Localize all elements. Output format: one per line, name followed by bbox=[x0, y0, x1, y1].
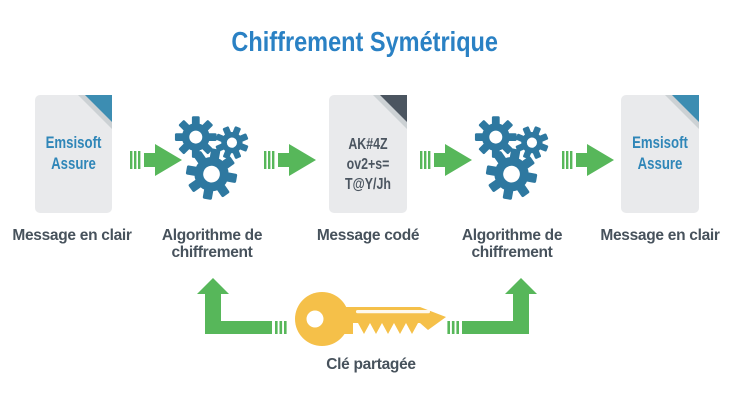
encryption-algorithm-caption: Algorithme de chiffrement bbox=[461, 227, 563, 261]
document-text-line: Assure bbox=[51, 155, 96, 173]
arrow-up-bent-icon bbox=[447, 278, 537, 334]
folded-corner-icon bbox=[78, 95, 112, 129]
arrow-right-icon bbox=[420, 144, 472, 176]
folded-corner-icon bbox=[665, 95, 699, 129]
plain-message-document-icon: Emsisoft Assure bbox=[621, 95, 699, 213]
coded-message-caption: Message codé bbox=[316, 227, 420, 244]
shared-key-icon bbox=[295, 292, 446, 346]
plain-message-document-icon: Emsisoft Assure bbox=[35, 95, 112, 213]
document-text: AK#4Z ov2+s= T@Y/Jh bbox=[337, 95, 399, 213]
document-text-line: ov2+s= bbox=[346, 156, 390, 173]
diagram-title: Chiffrement Symétrique bbox=[0, 26, 730, 58]
encryption-gears-icon bbox=[474, 116, 549, 200]
document-text: Emsisoft Assure bbox=[43, 95, 105, 213]
arrow-right-icon bbox=[562, 144, 614, 176]
document-text: Emsisoft Assure bbox=[629, 95, 691, 213]
arrow-right-icon bbox=[130, 144, 182, 176]
document-text-line: Assure bbox=[637, 155, 683, 173]
plain-message-caption: Message en clair bbox=[12, 227, 132, 244]
document-text-line: Emsisoft bbox=[45, 134, 102, 152]
arrow-right-icon bbox=[264, 144, 316, 176]
document-text-line: Emsisoft bbox=[632, 134, 688, 152]
shared-key-caption: Clé partagée bbox=[326, 356, 416, 373]
encryption-gears-icon bbox=[174, 116, 249, 200]
arrow-up-bent-icon bbox=[197, 278, 287, 334]
plain-message-caption: Message en clair bbox=[600, 227, 720, 244]
diagram-title-text: Chiffrement Symétrique bbox=[231, 26, 499, 57]
coded-message-document-icon: AK#4Z ov2+s= T@Y/Jh bbox=[329, 95, 407, 213]
encryption-algorithm-caption: Algorithme de chiffrement bbox=[161, 227, 263, 261]
folded-corner-icon bbox=[373, 95, 407, 129]
document-text-line: AK#4Z bbox=[348, 136, 388, 153]
document-text-line: T@Y/Jh bbox=[345, 176, 391, 193]
